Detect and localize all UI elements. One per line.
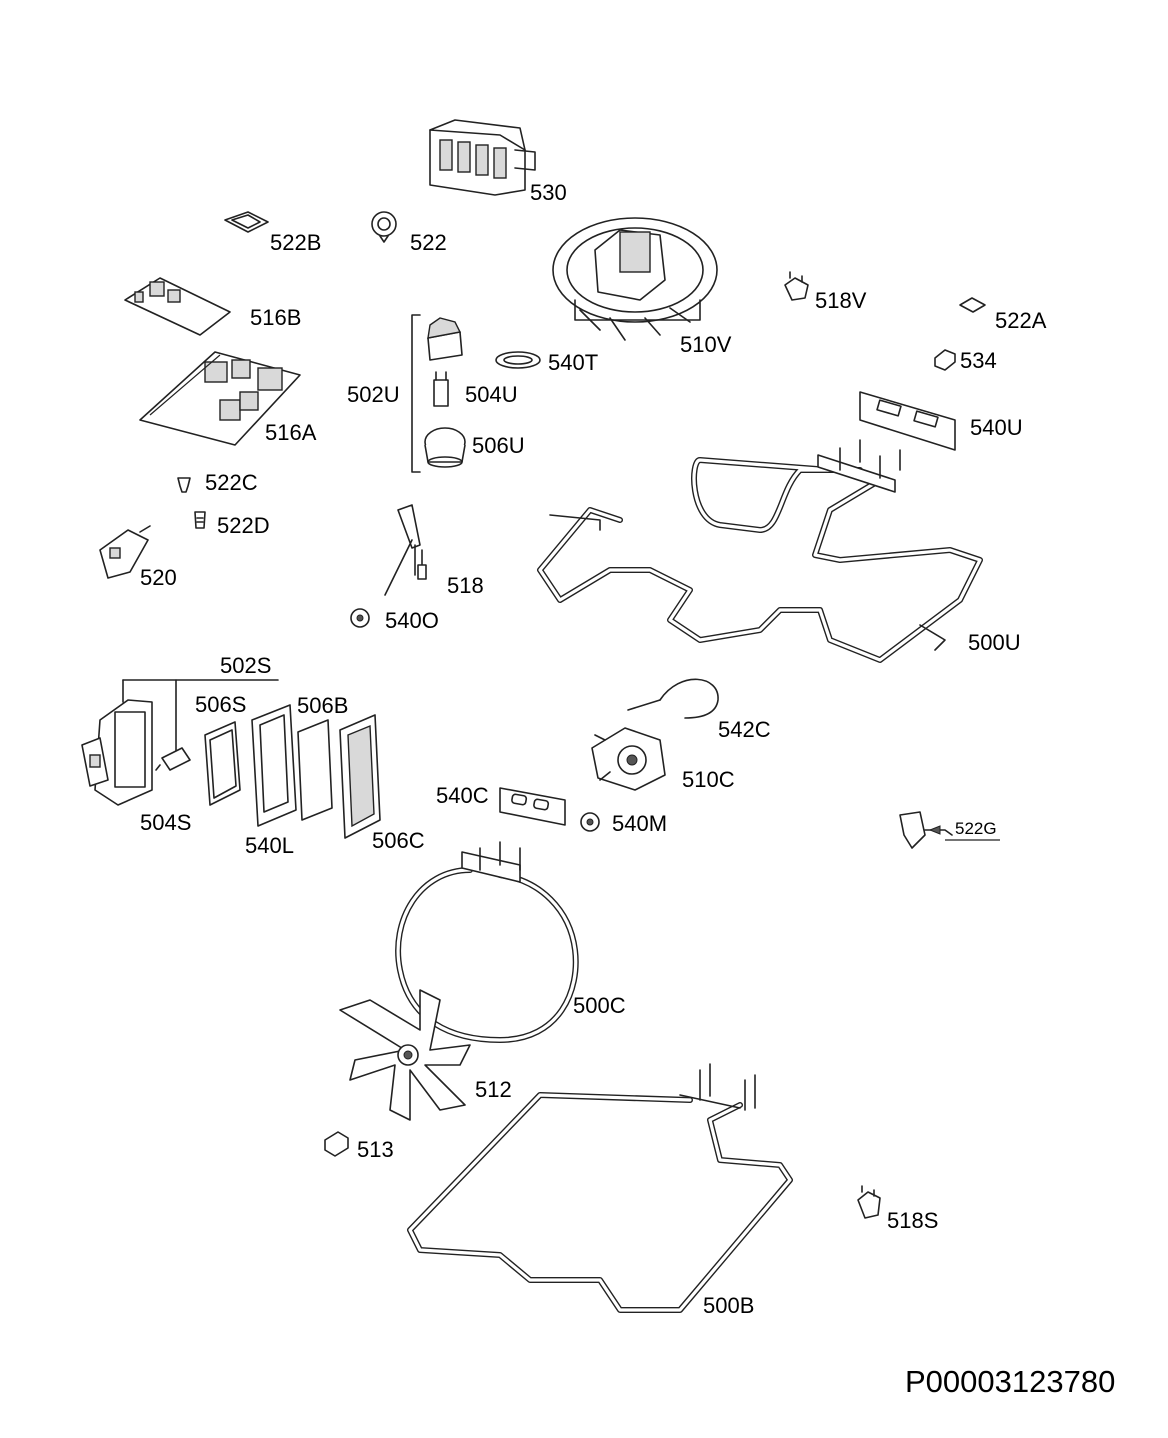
- label-540u: 540U: [970, 415, 1023, 440]
- part-534-spacer: [934, 349, 956, 371]
- part-504s-bulb: [155, 747, 191, 771]
- part-516a-circuit-board: [139, 351, 301, 446]
- part-540u-gasket-plate: [859, 391, 956, 451]
- part-518-thermostat: [384, 504, 427, 596]
- label-522a: 522A: [995, 308, 1047, 333]
- part-510v-cooling-fan: [552, 217, 718, 341]
- label-542c: 542C: [718, 717, 771, 742]
- part-522b-bracket: [224, 211, 269, 233]
- label-506s: 506S: [195, 692, 246, 717]
- label-518: 518: [447, 573, 484, 598]
- label-522: 522: [410, 230, 447, 255]
- label-522b: 522B: [270, 230, 321, 255]
- part-518s-clip: [857, 1185, 881, 1219]
- label-540o: 540O: [385, 608, 439, 633]
- part-504u-bulb: [433, 371, 449, 407]
- label-504s: 504S: [140, 810, 191, 835]
- part-518v-clip: [784, 271, 809, 301]
- label-520: 520: [140, 565, 177, 590]
- part-522d-screw: [194, 511, 206, 529]
- label-506c: 506C: [372, 828, 425, 853]
- part-506c-frame: [339, 714, 381, 839]
- part-540t-gasket: [495, 351, 541, 369]
- part-516b-circuit-board: [124, 277, 231, 336]
- part-540l-gasket: [251, 704, 297, 827]
- label-500b: 500B: [703, 1293, 754, 1318]
- label-504u: 504U: [465, 382, 518, 407]
- label-513: 513: [357, 1137, 394, 1162]
- label-502u: 502U: [347, 382, 400, 407]
- label-540m: 540M: [612, 811, 667, 836]
- label-522c: 522C: [205, 470, 258, 495]
- label-540c: 540C: [436, 783, 489, 808]
- part-522g-clip: [899, 811, 1000, 849]
- diagram-reference-id: P00003123780: [905, 1364, 1115, 1399]
- label-506b: 506B: [297, 693, 348, 718]
- part-540o-washer: [350, 608, 370, 628]
- part-520-switch: [99, 525, 151, 579]
- label-500u: 500U: [968, 630, 1021, 655]
- label-522g: 522G: [955, 819, 997, 838]
- part-540c-gasket: [499, 787, 566, 826]
- label-540t: 540T: [548, 350, 598, 375]
- part-542c-spring: [627, 678, 719, 719]
- part-530-terminal-block: [429, 119, 536, 196]
- part-512-fan-blade: [339, 989, 471, 1121]
- label-516b: 516B: [250, 305, 301, 330]
- part-502s-side-lamp: [81, 699, 153, 806]
- label-510c: 510C: [682, 767, 735, 792]
- label-518s: 518S: [887, 1208, 938, 1233]
- label-518v: 518V: [815, 288, 867, 313]
- part-510c-fan-motor: [591, 727, 666, 791]
- label-510v: 510V: [680, 332, 732, 357]
- part-502u-lamp-holder: [427, 317, 463, 361]
- label-506u: 506U: [472, 433, 525, 458]
- part-502s-bracket-line: [122, 679, 279, 753]
- part-506b-glass-panel: [297, 719, 333, 821]
- part-500c-circular-element: [395, 841, 579, 1043]
- label-522d: 522D: [217, 513, 270, 538]
- label-540l: 540L: [245, 833, 294, 858]
- label-512: 512: [475, 1077, 512, 1102]
- part-513-nut: [324, 1131, 349, 1157]
- label-530: 530: [530, 180, 567, 205]
- part-502u-bracket-line: [411, 314, 421, 473]
- part-506s-lamp-cover: [204, 721, 241, 806]
- label-534: 534: [960, 348, 997, 373]
- part-500b-bottom-element: [407, 1063, 793, 1313]
- part-522c-screw: [177, 477, 191, 493]
- part-500u-grill-element: [537, 439, 983, 663]
- part-506u-lamp-glass: [424, 427, 466, 468]
- label-502s: 502S: [220, 653, 271, 678]
- part-522-clip: [371, 211, 397, 243]
- label-516a: 516A: [265, 420, 317, 445]
- label-500c: 500C: [573, 993, 626, 1018]
- part-522a-clip: [959, 297, 986, 313]
- part-540m-washer: [580, 812, 600, 832]
